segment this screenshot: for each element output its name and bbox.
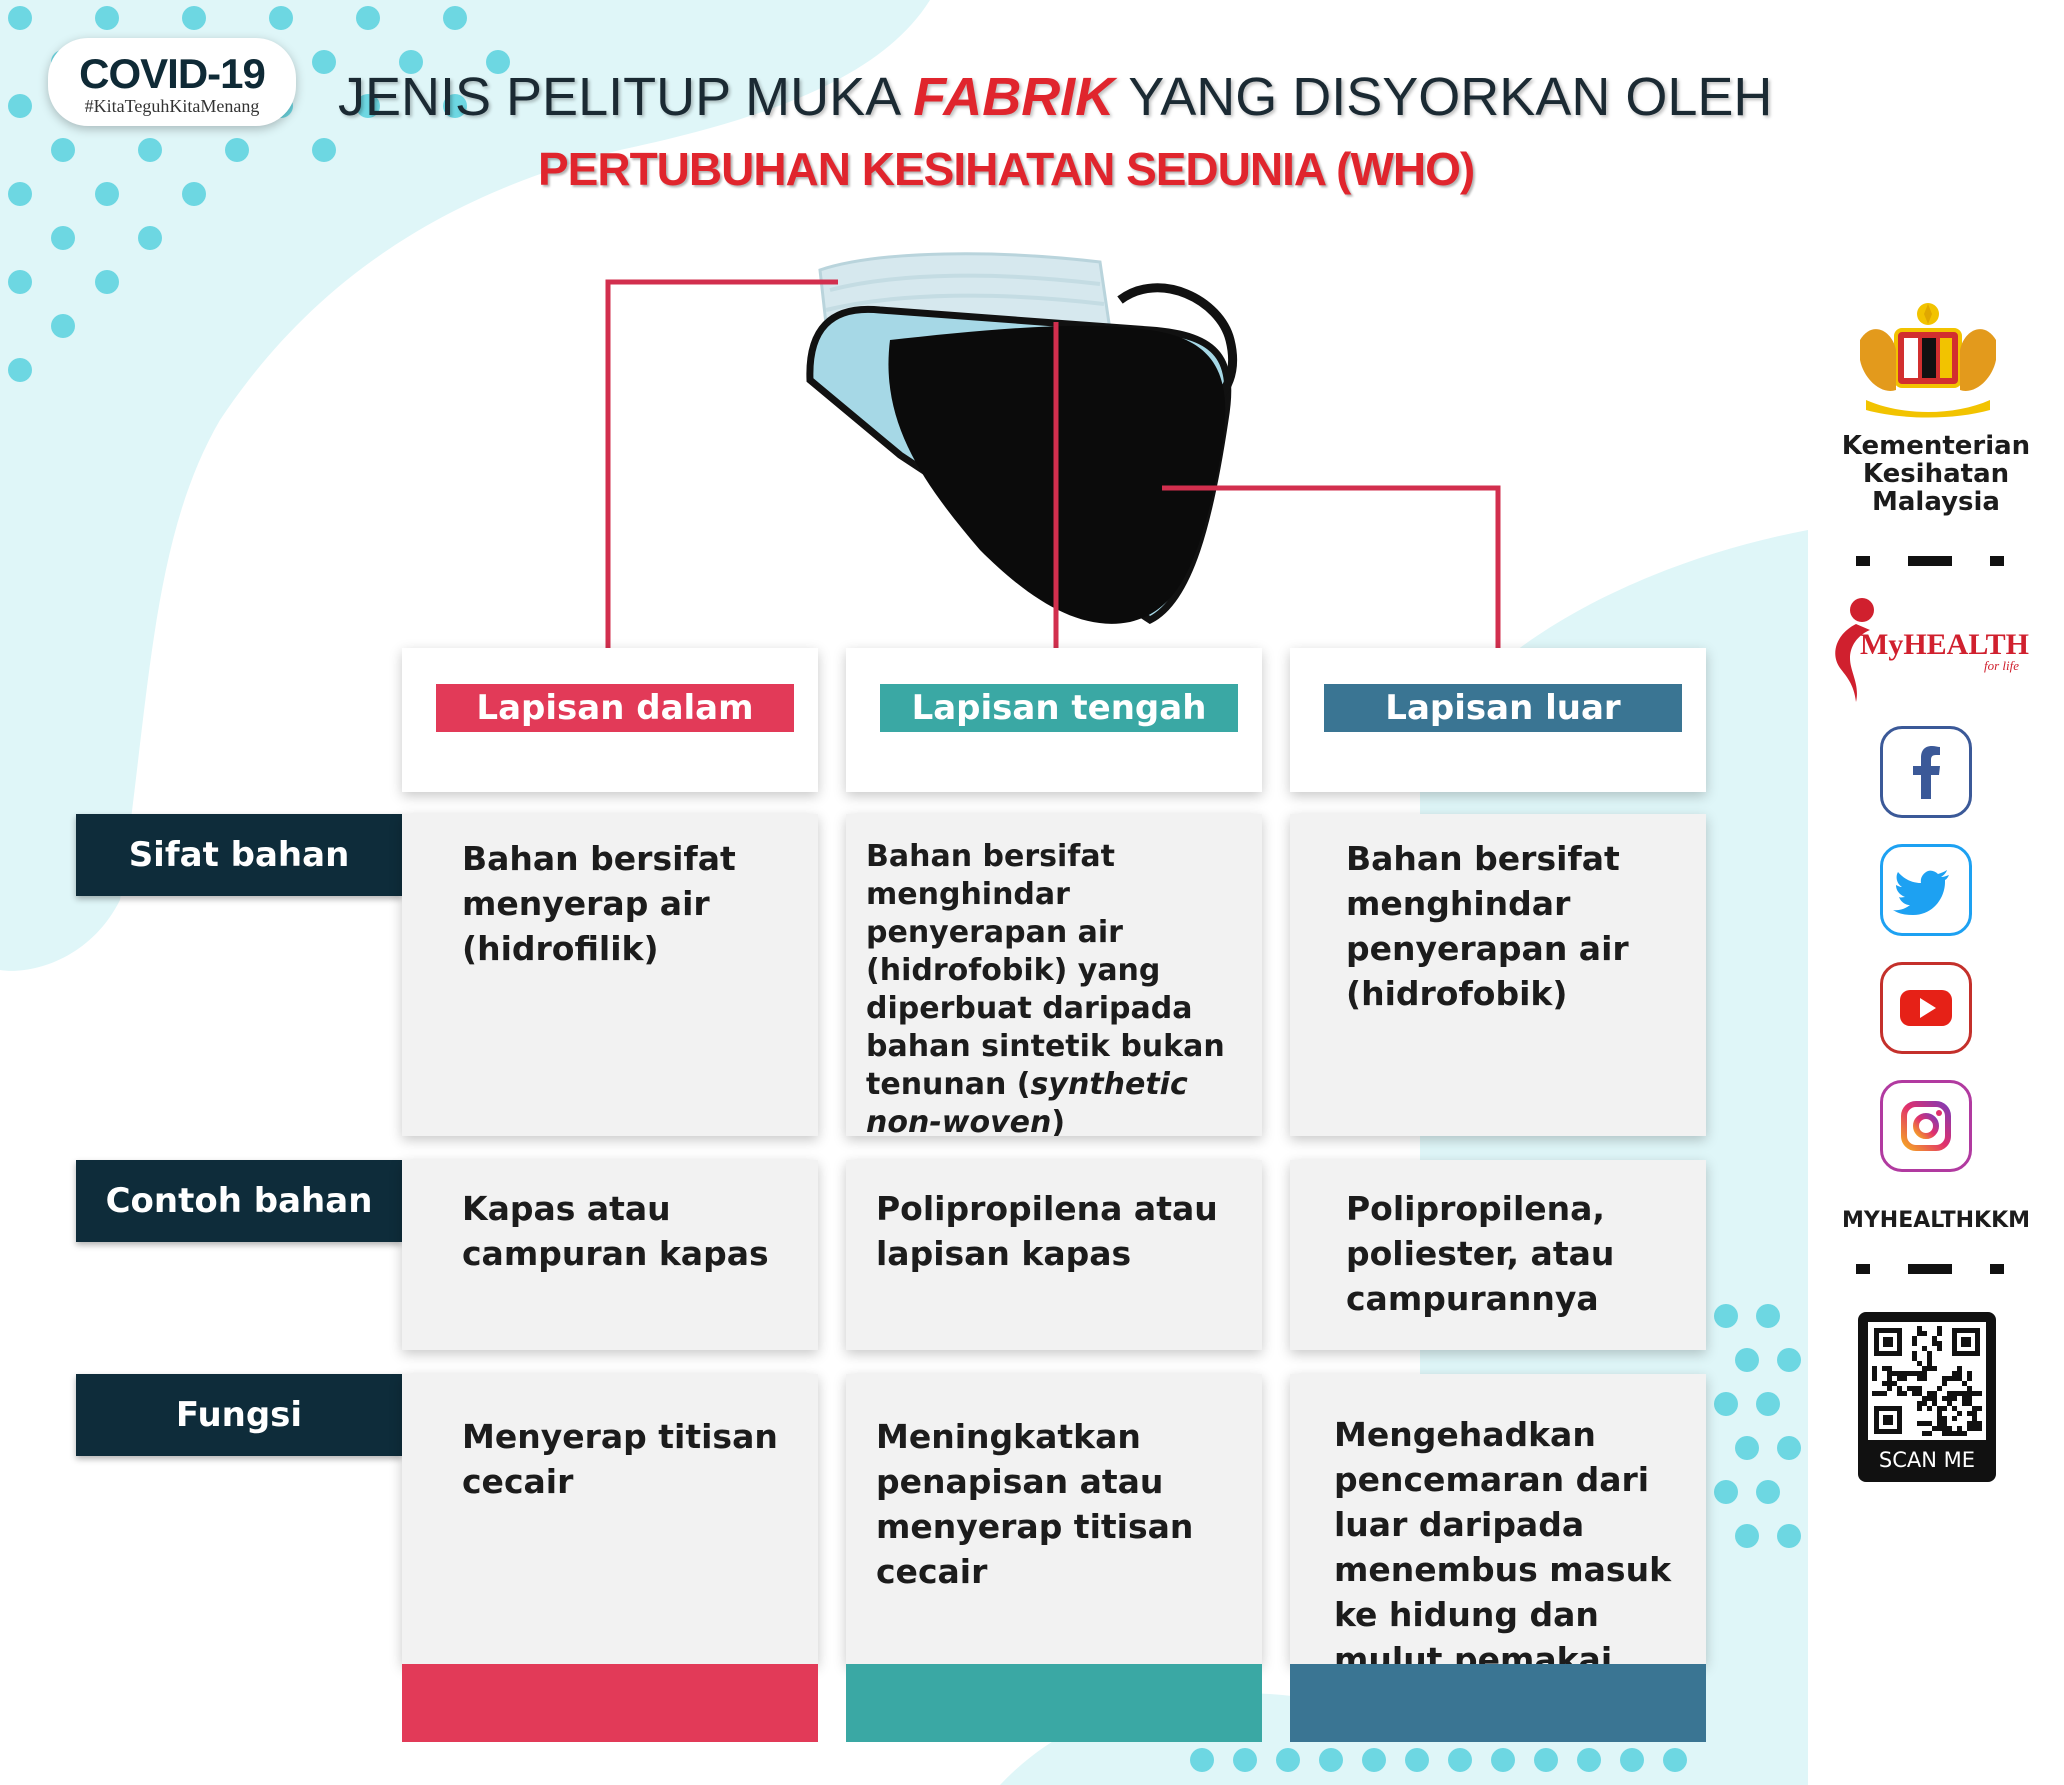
cell-sifat-middle: Bahan bersifat menghindar penyerapan air… (846, 814, 1262, 1140)
facebook-button[interactable] (1880, 726, 1972, 818)
divider (1856, 1264, 1870, 1274)
divider (1908, 556, 1952, 566)
title-part2: YANG DISYORKAN OLEH (1114, 67, 1773, 127)
youtube-icon (1900, 990, 1952, 1026)
cell-contoh-middle: Polipropilena atau lapisan kapas (846, 1160, 1262, 1350)
footer-bar-inner (402, 1664, 818, 1742)
cell-contoh-outer: Polipropilena, poliester, atau campurann… (1290, 1160, 1706, 1350)
page-title: JENIS PELITUP MUKA FABRIK YANG DISYORKAN… (338, 66, 1772, 128)
cell-fungsi-inner: Menyerap titisan cecair (402, 1374, 818, 1664)
cell-sifat-outer: Bahan bersifat menghindar penyerapan air… (1290, 814, 1706, 1136)
cell-text: Menyerap titisan cecair (462, 1417, 778, 1501)
title-highlight: FABRIK (913, 67, 1115, 127)
cell-text: Polipropilena, poliester, atau campurann… (1346, 1189, 1615, 1318)
badge-title: COVID-19 (79, 50, 266, 97)
cell-text: Bahan bersifat menyerap air (hidrofilik) (462, 839, 736, 968)
footer-bar-middle (846, 1664, 1262, 1742)
twitter-icon (1893, 870, 1949, 915)
instagram-icon (1901, 1101, 1951, 1151)
covid-badge: COVID-19 #KitaTeguhKitaMenang (48, 38, 296, 126)
layer-label-middle: Lapisan tengah (880, 684, 1238, 732)
row-label-fungsi: Fungsi (76, 1374, 402, 1456)
cell-fungsi-middle: Meningkatkan penapisan atau menyerap tit… (846, 1374, 1262, 1664)
divider (1908, 1264, 1952, 1274)
cell-text: Kapas atau campuran kapas (462, 1189, 769, 1273)
page-subtitle: PERTUBUHAN KESIHATAN SEDUNIA (WHO) (538, 143, 1475, 195)
connector-lines (605, 279, 1501, 662)
cell-text-part: Bahan bersifat menghindar penyerapan air… (866, 839, 1225, 1102)
badge-hashtag: #KitaTeguhKitaMenang (84, 96, 260, 116)
cell-fungsi-outer: Mengehadkan pencemaran dari luar daripad… (1290, 1374, 1706, 1679)
scan-me-label: SCAN ME (1878, 1448, 1976, 1472)
twitter-button[interactable] (1880, 844, 1972, 936)
social-handle: MYHEALTHKKM (1841, 1208, 2031, 1233)
cell-text: Polipropilena atau lapisan kapas (876, 1189, 1218, 1273)
ministry-name: Kementerian Kesihatan Malaysia (1841, 431, 2031, 517)
myhealth-logo-icon (1835, 598, 1874, 702)
cell-text: Bahan bersifat menghindar penyerapan air… (866, 838, 1251, 1142)
cell-sifat-inner: Bahan bersifat menyerap air (hidrofilik) (402, 814, 818, 1136)
title-part1: JENIS PELITUP MUKA (338, 67, 914, 127)
cell-contoh-inner: Kapas atau campuran kapas (402, 1160, 818, 1350)
mask-icon (806, 252, 1238, 625)
facebook-icon (1913, 746, 1940, 799)
instagram-button[interactable] (1880, 1080, 1972, 1172)
qr-code-icon (1868, 1322, 1986, 1440)
coat-of-arms-icon (1860, 303, 1996, 418)
cell-text-end: ) (1051, 1105, 1066, 1140)
divider (1856, 556, 1870, 566)
cell-text: Mengehadkan pencemaran dari luar daripad… (1334, 1415, 1672, 1679)
layer-label-inner: Lapisan dalam (436, 684, 794, 732)
myhealth-logo-text: MyHEALTH (1860, 628, 2029, 661)
footer-bar-outer (1290, 1664, 1706, 1742)
cell-text: Bahan bersifat menghindar penyerapan air… (1346, 839, 1629, 1013)
cell-text: Meningkatkan penapisan atau menyerap tit… (876, 1417, 1194, 1591)
qr-code-panel[interactable]: SCAN ME (1858, 1312, 1996, 1482)
divider (1990, 1264, 2004, 1274)
row-label-sifat: Sifat bahan (76, 814, 402, 896)
youtube-button[interactable] (1880, 962, 1972, 1054)
cell-text-italic: synthetic non-woven (866, 1067, 1188, 1140)
row-label-contoh: Contoh bahan (76, 1160, 402, 1242)
myhealth-tagline: for life (1984, 658, 2020, 673)
layer-label-outer: Lapisan luar (1324, 684, 1682, 732)
divider (1990, 556, 2004, 566)
